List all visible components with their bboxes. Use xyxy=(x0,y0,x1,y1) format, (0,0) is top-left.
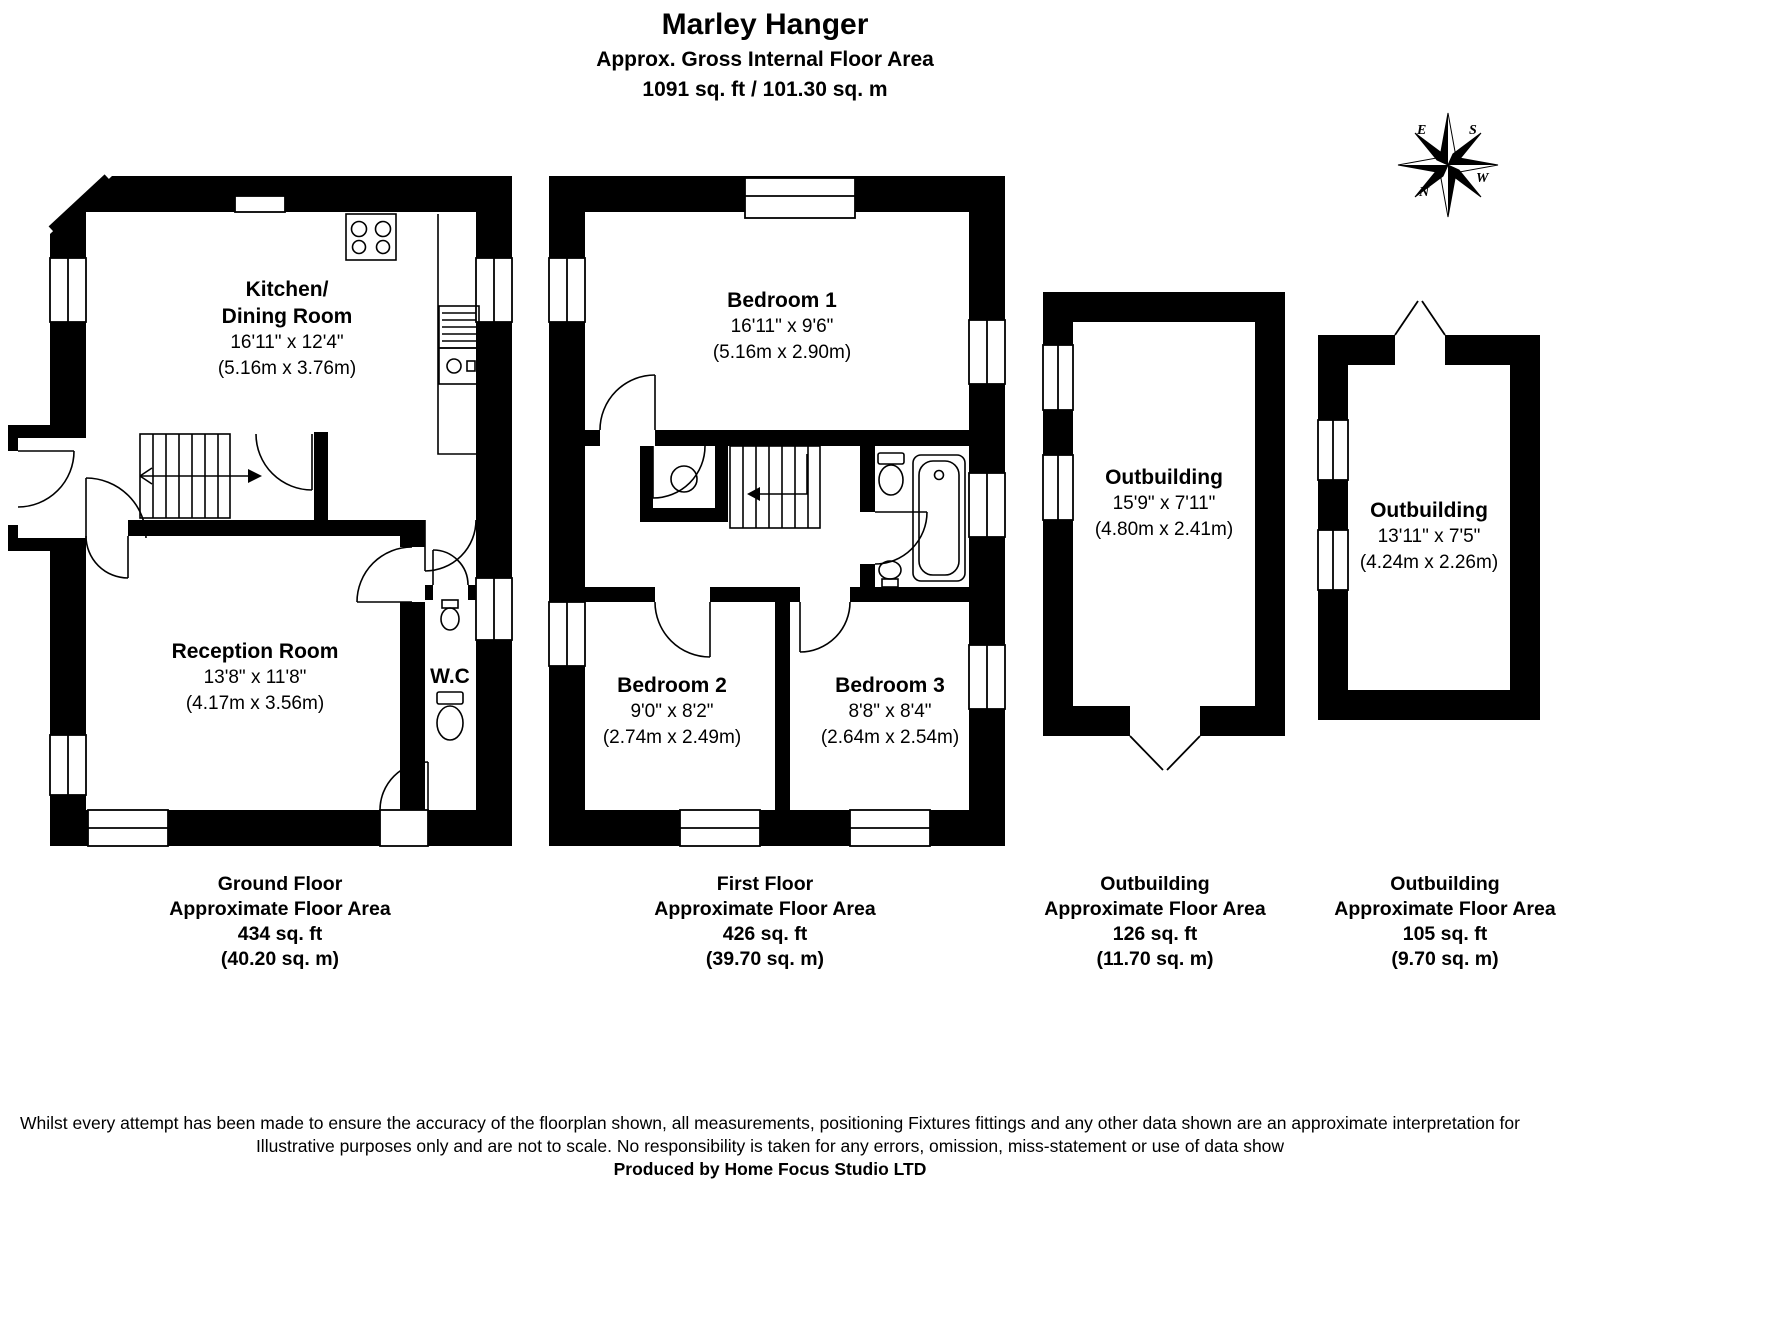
caption-area-ft: 126 sq. ft xyxy=(1112,923,1198,945)
caption-area-label: Approximate Floor Area xyxy=(169,898,391,920)
disclaimer-line-2: Illustrative purposes only and are not t… xyxy=(255,1136,1285,1156)
room-dims-imperial: 13'11" x 7'5" xyxy=(1377,526,1481,547)
caption-area-ft: 434 sq. ft xyxy=(237,923,323,945)
bedroom-3-label: Bedroom 3 8'8" x 8'4" (2.64m x 2.54m) xyxy=(780,672,1000,751)
compass-south-label: S xyxy=(1469,123,1477,138)
room-dims-metric: (5.16m x 2.90m) xyxy=(712,342,852,363)
room-dims-imperial: 16'11" x 12'4" xyxy=(230,332,344,353)
room-dims-imperial: 13'8" x 11'8" xyxy=(203,667,307,688)
plan-header: Marley Hanger Approx. Gross Internal Flo… xyxy=(0,8,1530,102)
first-floor-plan xyxy=(548,176,1006,847)
room-name: Outbuilding xyxy=(1370,499,1488,522)
caption-area-ft: 105 sq. ft xyxy=(1402,923,1488,945)
caption-area-m: (39.70 sq. m) xyxy=(705,948,825,970)
room-dims-metric: (4.24m x 2.26m) xyxy=(1359,552,1499,573)
compass: E S N W xyxy=(1388,103,1508,223)
outbuilding-1-caption: Outbuilding Approximate Floor Area 126 s… xyxy=(955,872,1355,972)
compass-west-label: W xyxy=(1476,171,1489,186)
disclaimer-line-1: Whilst every attempt has been made to en… xyxy=(20,1113,1520,1133)
room-name: Bedroom 3 xyxy=(835,674,945,697)
outbuilding-2-plan xyxy=(1317,300,1540,720)
room-name: Reception Room xyxy=(171,640,339,663)
caption-area-label: Approximate Floor Area xyxy=(1334,898,1556,920)
room-name: W.C xyxy=(430,665,470,688)
outbuilding-1-plan xyxy=(1042,292,1285,771)
caption-area-ft: 426 sq. ft xyxy=(722,923,808,945)
room-dims-imperial: 9'0" x 8'2" xyxy=(630,701,714,722)
first-floor-caption: First Floor Approximate Floor Area 426 s… xyxy=(565,872,965,972)
room-dims-imperial: 8'8" x 8'4" xyxy=(848,701,932,722)
kitchen-dining-label: Kitchen/ Dining Room 16'11" x 12'4" (5.1… xyxy=(162,276,412,382)
reception-room-label: Reception Room 13'8" x 11'8" (4.17m x 3.… xyxy=(115,638,395,717)
caption-area-m: (11.70 sq. m) xyxy=(1096,948,1214,970)
room-dims-metric: (2.74m x 2.49m) xyxy=(602,727,742,748)
room-dims-metric: (4.80m x 2.41m) xyxy=(1094,519,1234,540)
outbuilding-1-label: Outbuilding 15'9" x 7'11" (4.80m x 2.41m… xyxy=(1043,464,1285,543)
ground-floor-caption: Ground Floor Approximate Floor Area 434 … xyxy=(80,872,480,972)
room-name: Bedroom 2 xyxy=(617,674,727,697)
caption-floor-name: Outbuilding xyxy=(1390,873,1500,895)
caption-area-m: (9.70 sq. m) xyxy=(1391,948,1499,970)
room-dims-metric: (2.64m x 2.54m) xyxy=(820,727,960,748)
caption-area-label: Approximate Floor Area xyxy=(654,898,876,920)
compass-east-label: E xyxy=(1417,123,1427,138)
outbuilding-2-caption: Outbuilding Approximate Floor Area 105 s… xyxy=(1245,872,1645,972)
room-dims-imperial: 16'11" x 9'6" xyxy=(730,316,834,337)
page-subtitle: Approx. Gross Internal Floor Area xyxy=(596,48,934,71)
outbuilding-2-label: Outbuilding 13'11" x 7'5" (4.24m x 2.26m… xyxy=(1318,497,1540,576)
caption-floor-name: First Floor xyxy=(716,873,814,895)
compass-rose-icon xyxy=(1397,112,1499,218)
caption-area-label: Approximate Floor Area xyxy=(1044,898,1266,920)
ground-floor-plan xyxy=(8,174,513,847)
page-total-area: 1091 sq. ft / 101.30 sq. m xyxy=(642,78,888,101)
room-name: Outbuilding xyxy=(1105,466,1223,489)
caption-area-m: (40.20 sq. m) xyxy=(220,948,340,970)
bedroom-2-label: Bedroom 2 9'0" x 8'2" (2.74m x 2.49m) xyxy=(567,672,777,751)
producer-credit: Produced by Home Focus Studio LTD xyxy=(613,1159,927,1179)
room-dims-metric: (5.16m x 3.76m) xyxy=(217,358,357,379)
caption-floor-name: Ground Floor xyxy=(217,873,343,895)
page-title: Marley Hanger xyxy=(661,8,869,41)
compass-north-label: N xyxy=(1419,185,1430,200)
room-dims-imperial: 15'9" x 7'11" xyxy=(1112,493,1216,514)
caption-floor-name: Outbuilding xyxy=(1100,873,1210,895)
disclaimer: Whilst every attempt has been made to en… xyxy=(0,1112,1540,1181)
room-name: Dining Room xyxy=(221,305,353,328)
bedroom-1-label: Bedroom 1 16'11" x 9'6" (5.16m x 2.90m) xyxy=(662,287,902,366)
room-dims-metric: (4.17m x 3.56m) xyxy=(185,693,325,714)
wc-label: W.C xyxy=(417,663,483,690)
room-name: Bedroom 1 xyxy=(727,289,837,312)
room-name: Kitchen/ xyxy=(245,278,329,301)
